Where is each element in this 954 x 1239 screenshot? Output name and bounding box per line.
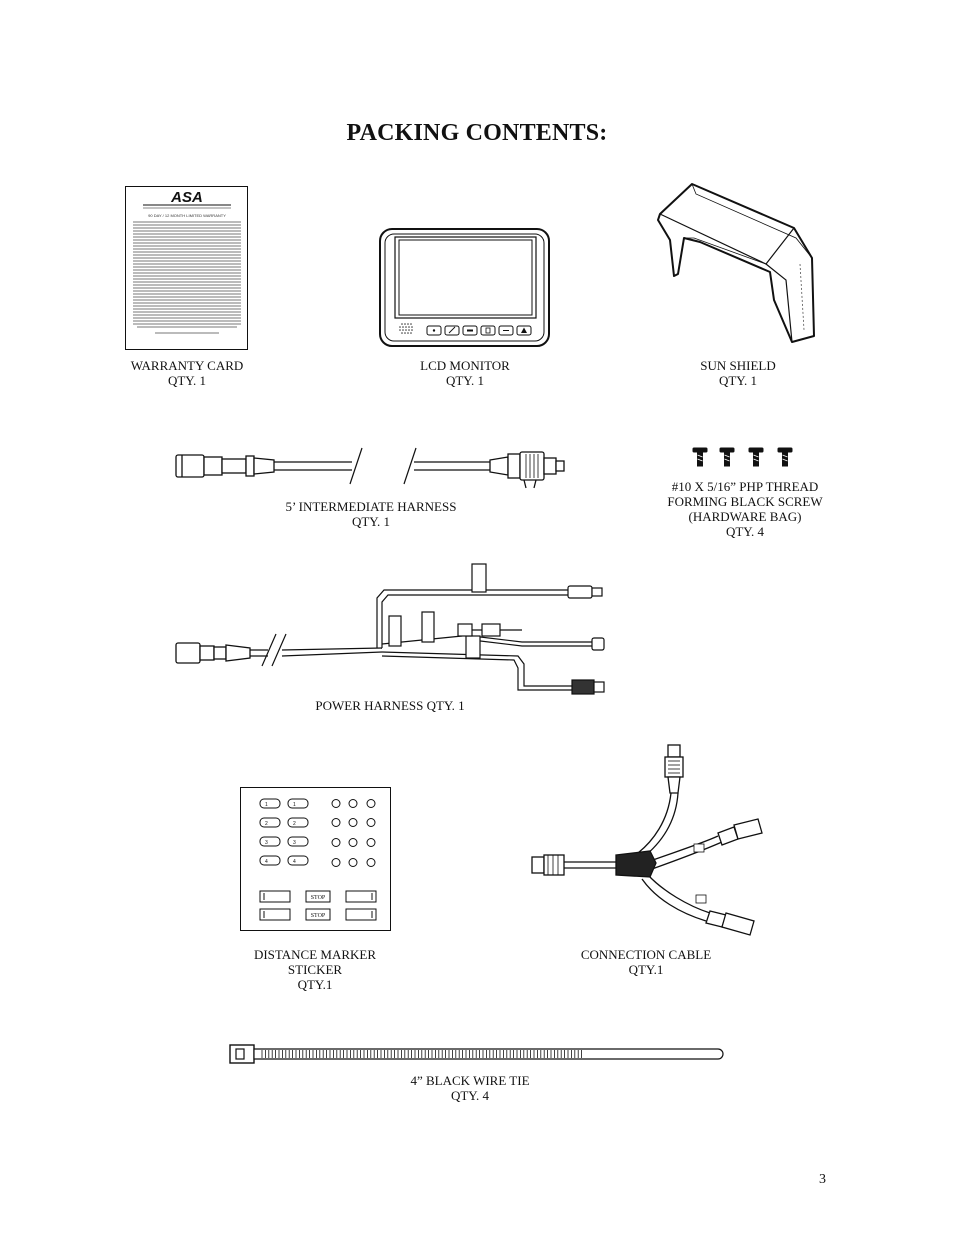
warranty-card-qty: QTY. 1 xyxy=(167,373,207,388)
sticker-number-4a: 4 xyxy=(265,859,268,865)
wire-tie-image xyxy=(229,1044,724,1064)
warranty-card-caption: WARRANTY CARD QTY. 1 xyxy=(107,358,267,388)
sticker-number-2b: 2 xyxy=(293,821,296,827)
power-harness-image xyxy=(175,563,605,695)
power-harness-caption: POWER HARNESS QTY. 1 xyxy=(280,698,500,713)
warranty-card-name: WARRANTY CARD xyxy=(130,358,244,373)
screw-line2: FORMING BLACK SCREW xyxy=(667,494,823,509)
sun-shield-caption: SUN SHIELD QTY. 1 xyxy=(658,358,818,388)
screws-image xyxy=(692,447,793,467)
sun-shield-qty: QTY. 1 xyxy=(718,373,758,388)
distance-marker-line2: STICKER xyxy=(287,962,343,977)
page-title: PACKING CONTENTS: xyxy=(346,120,608,146)
distance-marker-qty: QTY.1 xyxy=(297,977,333,992)
distance-marker-line1: DISTANCE MARKER xyxy=(253,947,377,962)
warranty-card-image: ASA 90 DAY / 12 MONTH LIMITED WARRANTY xyxy=(125,186,248,350)
sun-shield-image xyxy=(657,183,815,343)
sticker-number-1a: 1 xyxy=(265,802,268,808)
wire-tie-qty: QTY. 4 xyxy=(450,1088,490,1103)
wire-tie-name: 4” BLACK WIRE TIE xyxy=(410,1073,530,1088)
distance-marker-sticker-image: 1 1 2 2 3 3 4 4 STOP STOP xyxy=(240,787,391,931)
wire-tie-teeth xyxy=(261,1050,583,1058)
screw-caption: #10 X 5/16” PHP THREAD FORMING BLACK SCR… xyxy=(650,479,840,539)
wire-tie-caption: 4” BLACK WIRE TIE QTY. 4 xyxy=(370,1073,570,1103)
sticker-number-2a: 2 xyxy=(265,821,268,827)
power-harness-name: POWER HARNESS QTY. 1 xyxy=(315,698,465,713)
screw-qty: QTY. 4 xyxy=(725,524,765,539)
intermediate-harness-caption: 5’ INTERMEDIATE HARNESS QTY. 1 xyxy=(261,499,481,529)
connection-cable-name: CONNECTION CABLE xyxy=(580,947,712,962)
sticker-stop-label-2: STOP xyxy=(311,913,326,919)
monitor-speaker-grille-icon xyxy=(399,323,413,334)
connection-cable-qty: QTY.1 xyxy=(628,962,664,977)
warranty-card-logo: ASA xyxy=(170,189,203,206)
screw-icon xyxy=(692,447,793,467)
sticker-number-4b: 4 xyxy=(293,859,296,865)
lcd-monitor-caption: LCD MONITOR QTY. 1 xyxy=(385,358,545,388)
page-number: 3 xyxy=(819,1172,826,1187)
connection-cable-image xyxy=(531,744,763,936)
warranty-card-heading: 90 DAY / 12 MONTH LIMITED WARRANTY xyxy=(148,213,226,218)
sticker-number-1b: 1 xyxy=(293,802,296,808)
sticker-number-3a: 3 xyxy=(265,840,268,846)
intermediate-harness-qty: QTY. 1 xyxy=(351,514,391,529)
sticker-stop-label-1: STOP xyxy=(311,895,326,901)
sun-shield-name: SUN SHIELD xyxy=(700,358,776,373)
connection-cable-junction xyxy=(615,850,657,878)
intermediate-harness-image xyxy=(175,447,565,489)
screw-line1: #10 X 5/16” PHP THREAD xyxy=(671,479,819,494)
distance-marker-caption: DISTANCE MARKER STICKER QTY.1 xyxy=(235,947,395,992)
lcd-monitor-name: LCD MONITOR xyxy=(420,358,510,373)
sticker-number-3b: 3 xyxy=(293,840,296,846)
connection-cable-caption: CONNECTION CABLE QTY.1 xyxy=(566,947,726,977)
lcd-monitor-qty: QTY. 1 xyxy=(445,373,485,388)
lcd-monitor-image xyxy=(379,228,550,347)
intermediate-harness-name: 5’ INTERMEDIATE HARNESS xyxy=(285,499,457,514)
screw-line3: (HARDWARE BAG) xyxy=(688,509,802,524)
